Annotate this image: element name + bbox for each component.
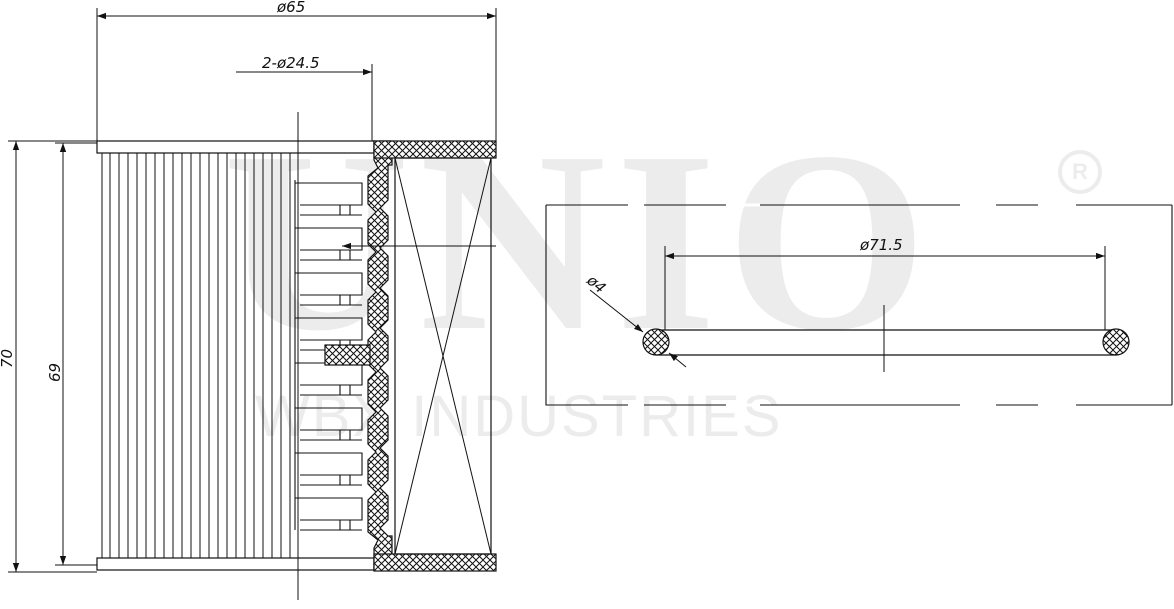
label-outer-diameter: ø65 [276, 0, 305, 16]
dim-oring-cord [589, 289, 687, 368]
oring-section-left [642, 328, 670, 356]
dim-total-height [8, 140, 97, 573]
registered-mark: R [1058, 150, 1102, 194]
dim-inner-bore [236, 64, 496, 250]
tube-rib [295, 497, 363, 531]
oring-section-right [1102, 328, 1130, 356]
mid-seal-block [324, 344, 371, 366]
watermark-company: WBX INDUSTRIES [255, 384, 783, 449]
bottom-gasket-band [373, 553, 497, 572]
dim-oring-inner-diameter [664, 246, 1106, 330]
dim-element-height [55, 142, 97, 566]
label-element-height: 69 [46, 363, 64, 382]
tube-rib [295, 227, 363, 261]
oring-view [545, 203, 1173, 407]
filter-cartridge-section [96, 112, 497, 600]
label-inner-bore: 2-ø24.5 [262, 54, 320, 72]
oring-frame [545, 204, 1172, 406]
bottom-end-cap [96, 557, 375, 571]
top-end-cap [96, 140, 375, 154]
inner-bore [394, 157, 492, 555]
tube-rib [295, 452, 363, 486]
tube-rib [295, 362, 363, 396]
seal-wall [367, 140, 393, 571]
tube-rib [295, 407, 363, 441]
center-tube [294, 180, 363, 531]
dim-outer-diameter [96, 8, 497, 141]
label-oring-cord: ø4 [583, 271, 610, 297]
tube-rib [295, 182, 363, 216]
label-oring-inner-diameter: ø71.5 [859, 236, 903, 254]
top-gasket-band [373, 140, 497, 159]
label-total-height: 70 [0, 349, 16, 368]
tube-rib [295, 272, 363, 306]
watermark-brand: UNIO [223, 98, 937, 384]
